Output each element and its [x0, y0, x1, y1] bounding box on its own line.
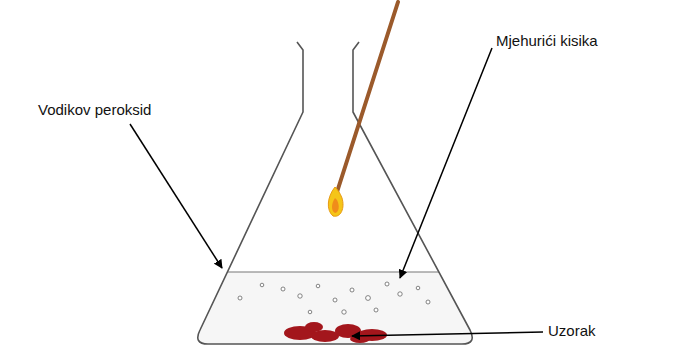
- part-label: Mjehurići kisika: [496, 32, 598, 50]
- wooden-splint: [337, 2, 398, 192]
- sample: [284, 322, 387, 343]
- liquid-surface: [227, 271, 439, 272]
- leader-arrow: [130, 124, 222, 268]
- liquid: [198, 272, 472, 344]
- leader-arrow: [352, 332, 543, 336]
- part-label: Vodikov peroksid: [38, 101, 151, 119]
- part-label: Uzorak: [548, 322, 596, 340]
- flame: [328, 187, 343, 216]
- bubbles: [238, 282, 430, 314]
- flame-core: [332, 198, 339, 213]
- leader-arrow: [400, 48, 492, 278]
- flask: [198, 42, 472, 344]
